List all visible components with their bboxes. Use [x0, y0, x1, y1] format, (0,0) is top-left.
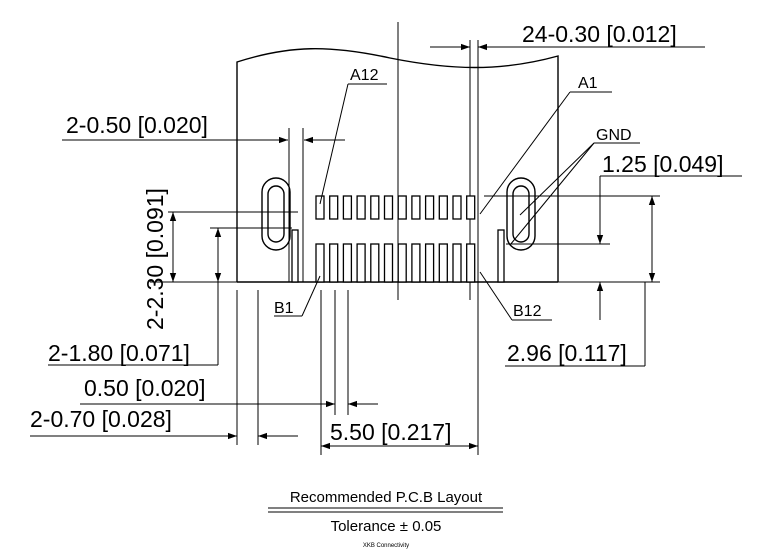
- gnd-offset-dimension: 1.25 [0.049]: [602, 151, 724, 177]
- pad-width-dimension: 2-0.50 [0.020]: [66, 112, 208, 138]
- brand-mark: XKB Connectivity: [363, 543, 409, 549]
- pad-a: [342, 195, 353, 220]
- layout-title: Recommended P.C.B Layout: [290, 489, 483, 506]
- pad-a: [438, 195, 448, 220]
- pin-label-b1: B1: [274, 300, 294, 317]
- pad-b: [356, 243, 366, 283]
- pad-span-dimension: 5.50 [0.217]: [330, 419, 452, 445]
- pad-b: [452, 243, 462, 283]
- pad-b: [466, 243, 476, 283]
- row-span-dimension: 2.96 [0.117]: [507, 340, 627, 366]
- gnd-pads: [291, 229, 505, 283]
- pin-label-gnd: GND: [596, 127, 632, 144]
- pad-b: [383, 243, 394, 283]
- pad-a: [370, 195, 380, 220]
- pad-b: [342, 243, 353, 283]
- dimension-lines: [30, 43, 742, 455]
- slot-length-dimension: 2-1.80 [0.071]: [48, 340, 190, 366]
- pad-length-dimension: 2-2.30 [0.091]: [142, 188, 168, 330]
- leader-lines: [274, 83, 640, 321]
- pad-b: [411, 243, 421, 283]
- pad-b: [397, 243, 407, 283]
- pad-a: [383, 195, 394, 220]
- pad-b: [329, 243, 339, 283]
- slot-width-dimension: 2-0.70 [0.028]: [30, 406, 172, 432]
- pad-a: [424, 195, 435, 220]
- pitch-dimension: 24-0.30 [0.012]: [522, 21, 677, 47]
- pad-a: [452, 195, 462, 220]
- pad-a: [329, 195, 339, 220]
- pad-b: [370, 243, 380, 283]
- pad-row-b: [315, 243, 476, 283]
- pad-b: [315, 243, 325, 283]
- pin-label-a1: A1: [578, 75, 598, 92]
- centerlines: [397, 22, 479, 300]
- left-slot-hole: [261, 177, 291, 251]
- pad-row-a: [315, 195, 476, 220]
- tolerance-note: Tolerance ± 0.05: [331, 518, 442, 535]
- pad-b: [424, 243, 435, 283]
- pad-a: [466, 195, 476, 220]
- pad-a: [411, 195, 421, 220]
- pin-gap-dimension: 0.50 [0.020]: [84, 375, 206, 401]
- pad-a: [397, 195, 407, 220]
- pad-a: [315, 195, 325, 220]
- pad-a: [356, 195, 366, 220]
- pad-b: [438, 243, 448, 283]
- pin-label-b12: B12: [513, 303, 542, 320]
- pin-label-a12: A12: [350, 67, 379, 84]
